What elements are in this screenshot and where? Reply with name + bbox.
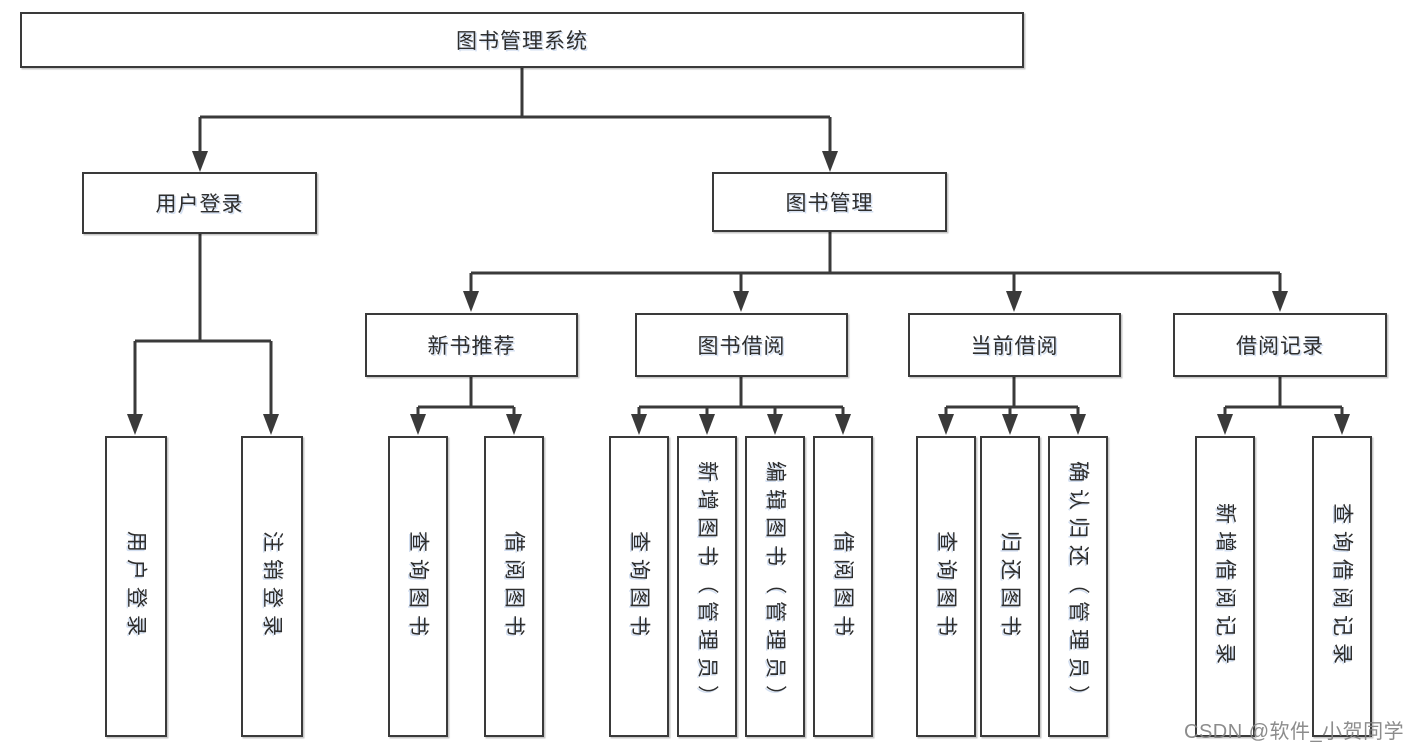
leaf-logout: 注销登录 <box>241 436 303 737</box>
leaf-add-book-admin: 新增图书（管理员） <box>677 436 737 737</box>
leaf-add-borrow-record-label: 新增借阅记录 <box>1213 502 1237 671</box>
node-new-book-recommend: 新书推荐 <box>365 313 578 377</box>
node-root-label: 图书管理系统 <box>456 30 588 53</box>
node-book-borrowing: 图书借阅 <box>635 313 848 377</box>
node-borrow-records: 借阅记录 <box>1173 313 1387 377</box>
leaf-borrowing-query-books-label: 查询图书 <box>627 530 651 643</box>
leaf-recommend-query-books-label: 查询图书 <box>406 530 430 643</box>
node-current-borrowing-label: 当前借阅 <box>970 335 1059 358</box>
leaf-user-login: 用户登录 <box>105 436 167 737</box>
node-book-management-label: 图书管理 <box>785 192 874 215</box>
leaf-add-borrow-record: 新增借阅记录 <box>1195 436 1255 737</box>
node-current-borrowing: 当前借阅 <box>908 313 1121 377</box>
node-user-login: 用户登录 <box>82 172 317 234</box>
leaf-edit-book-admin-label: 编辑图书（管理员） <box>763 460 787 713</box>
node-user-login-label: 用户登录 <box>155 193 244 216</box>
leaf-confirm-return-admin: 确认归还（管理员） <box>1048 436 1108 737</box>
node-new-book-recommend-label: 新书推荐 <box>427 335 516 358</box>
leaf-current-query-books-label: 查询图书 <box>934 530 958 643</box>
leaf-borrowing-borrow-books: 借阅图书 <box>813 436 873 737</box>
csdn-watermark: CSDN @软件_小贺同学 <box>1184 721 1405 743</box>
arrowhead-group <box>127 151 1350 435</box>
leaf-borrowing-query-books: 查询图书 <box>609 436 669 737</box>
leaf-return-book-label: 归还图书 <box>998 530 1022 643</box>
leaf-recommend-borrow-books: 借阅图书 <box>484 436 544 737</box>
leaf-recommend-query-books: 查询图书 <box>388 436 448 737</box>
leaf-edit-book-admin: 编辑图书（管理员） <box>745 436 805 737</box>
node-borrow-records-label: 借阅记录 <box>1236 335 1324 358</box>
leaf-borrowing-borrow-books-label: 借阅图书 <box>831 530 855 643</box>
leaf-logout-label: 注销登录 <box>260 530 284 643</box>
node-root: 图书管理系统 <box>20 12 1024 68</box>
leaf-user-login-label: 用户登录 <box>124 530 148 643</box>
node-book-borrowing-label: 图书借阅 <box>697 335 786 358</box>
leaf-query-borrow-record: 查询借阅记录 <box>1312 436 1372 737</box>
leaf-confirm-return-admin-label: 确认归还（管理员） <box>1066 460 1090 713</box>
leaf-recommend-borrow-books-label: 借阅图书 <box>502 530 526 643</box>
leaf-return-book: 归还图书 <box>980 436 1040 737</box>
leaf-query-borrow-record-label: 查询借阅记录 <box>1330 502 1354 671</box>
leaf-add-book-admin-label: 新增图书（管理员） <box>695 460 719 713</box>
leaf-current-query-books: 查询图书 <box>916 436 976 737</box>
node-book-management: 图书管理 <box>712 172 947 232</box>
